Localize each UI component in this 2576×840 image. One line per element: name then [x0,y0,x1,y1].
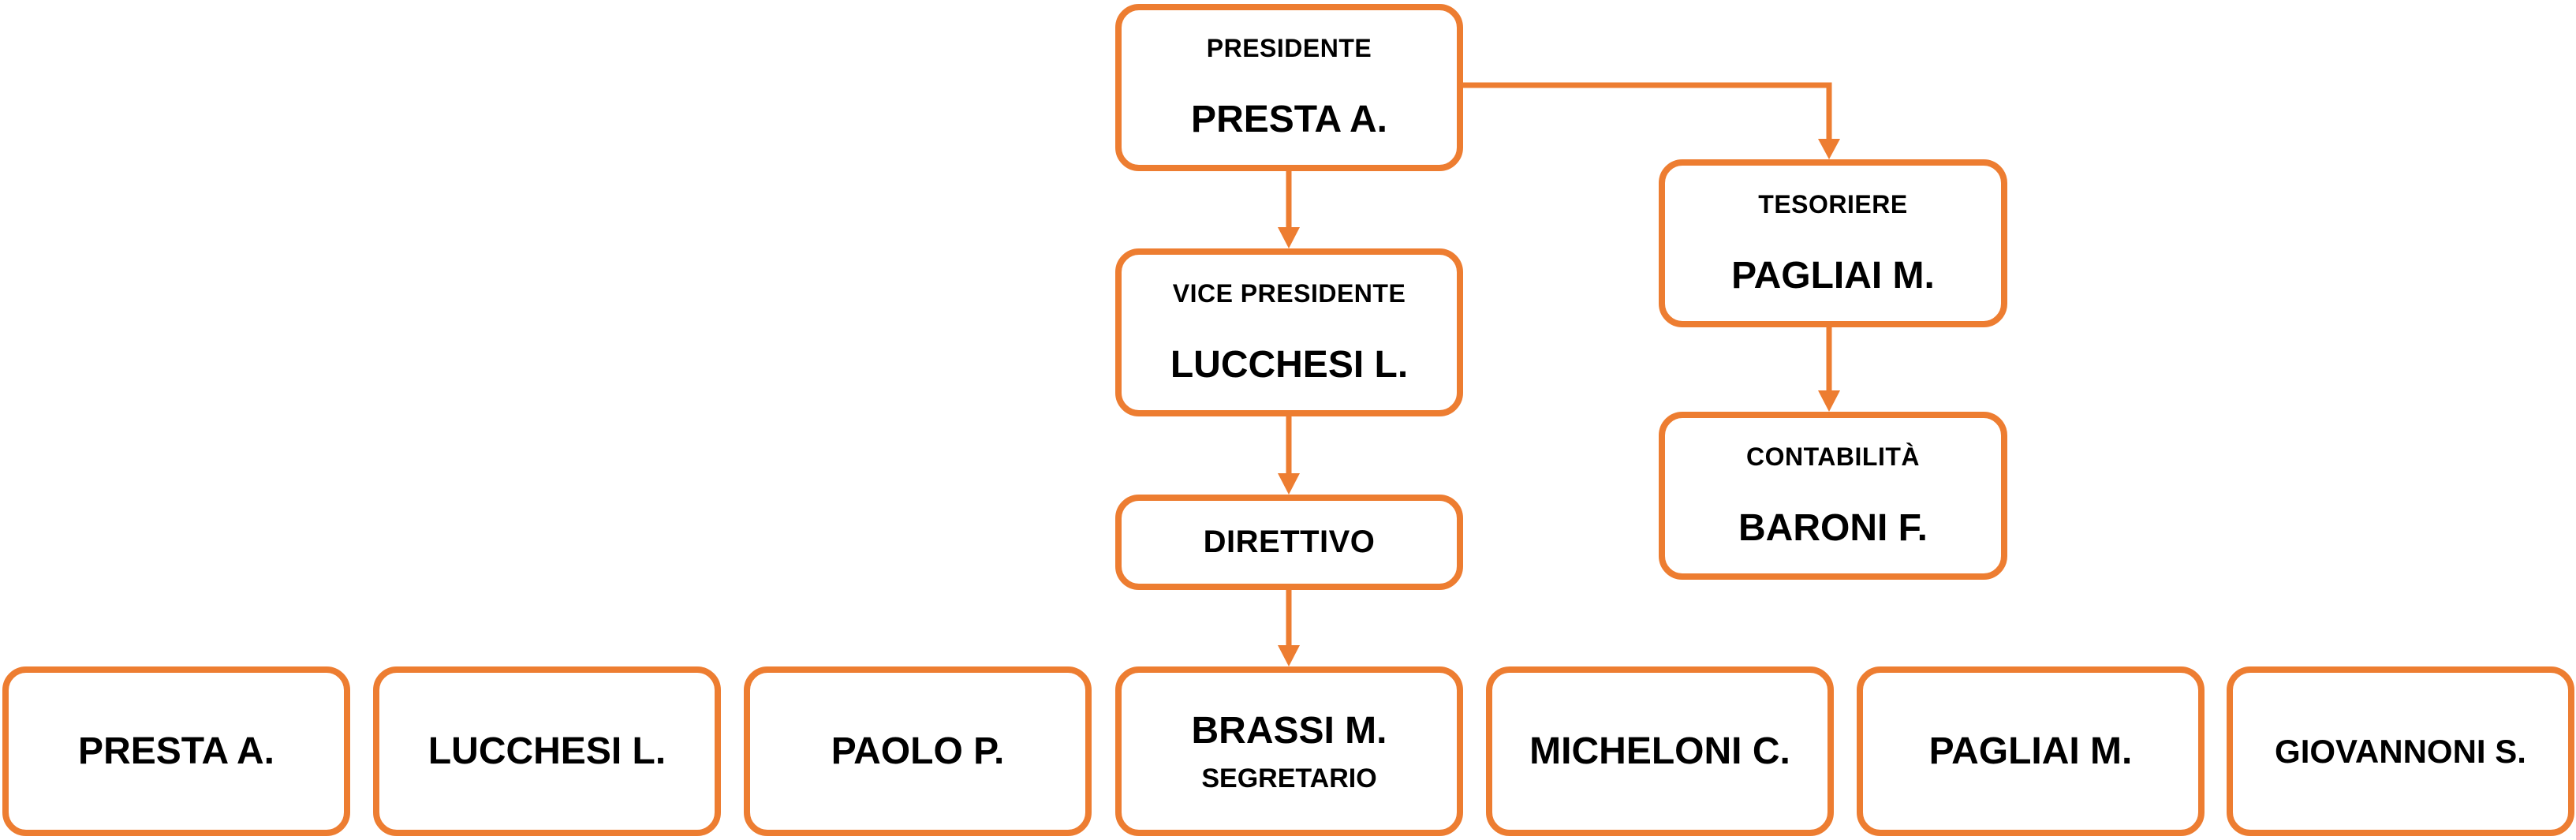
node-member: PAGLIAI M. [1857,666,2205,836]
node-label: DIRETTIVO [1203,525,1376,559]
arrowhead [1278,473,1300,495]
member-name: PAGLIAI M. [1928,730,2133,772]
node-member: PAOLO P. [744,666,1092,836]
member-name: MICHELONI C. [1529,730,1790,772]
arrowhead [1278,227,1300,248]
node-role: CONTABILITÀ [1746,442,1920,471]
member-name: LUCCHESI L. [427,730,666,772]
node-member: PRESTA A. [2,666,350,836]
node-contabilita: CONTABILITÀ BARONI F. [1659,412,2007,580]
node-member: MICHELONI C. [1486,666,1834,836]
node-tesoriere: TESORIERE PAGLIAI M. [1659,159,2007,327]
node-role: TESORIERE [1758,189,1908,218]
node-vice-presidente: VICE PRESIDENTE LUCCHESI L. [1115,248,1463,416]
arrowhead [1278,645,1300,666]
member-role: SEGRETARIO [1201,763,1377,793]
connector-presidente-tesoriere [1463,82,1832,140]
node-name: LUCCHESI L. [1170,343,1409,386]
member-name: BRASSI M. [1191,709,1387,752]
node-name: PAGLIAI M. [1731,254,1935,297]
node-direttivo: DIRETTIVO [1115,495,1463,590]
node-role: PRESIDENTE [1206,34,1372,62]
node-presidente: PRESIDENTE PRESTA A. [1115,4,1463,171]
member-name: GIOVANNONI S. [2275,732,2526,770]
node-role: VICE PRESIDENTE [1172,278,1406,308]
node-name: BARONI F. [1738,506,1928,549]
node-name: PRESTA A. [1191,99,1387,140]
member-name: PAOLO P. [831,730,1005,772]
node-member: GIOVANNONI S. [2227,666,2574,836]
arrowhead [1818,390,1840,412]
node-member: LUCCHESI L. [373,666,721,836]
node-member-segretario: BRASSI M. SEGRETARIO [1115,666,1463,836]
arrowhead [1818,139,1840,159]
member-name: PRESTA A. [78,730,274,772]
